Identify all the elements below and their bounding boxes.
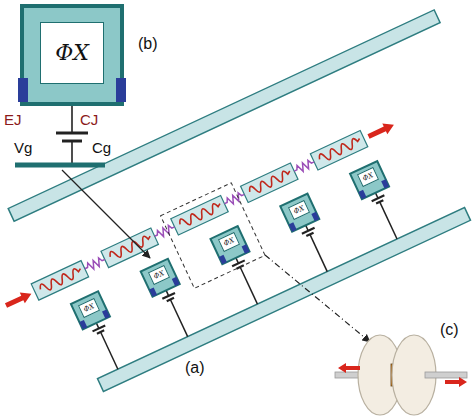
flux-label: ΦX (362, 172, 375, 183)
spring-symbol (153, 223, 176, 240)
force-arrow (445, 377, 467, 387)
junction-energy: EJ (4, 112, 22, 127)
resonator-symbol (171, 196, 228, 236)
mirror-cavity (335, 335, 467, 415)
squid-symbol (210, 226, 271, 310)
panel-label: (a) (185, 360, 205, 376)
squid-frame (22, 6, 122, 104)
junction-capacitance: CJ (80, 112, 98, 127)
resonator-symbol (310, 130, 367, 170)
flux-label: ΦX (55, 42, 89, 64)
spring-symbol (83, 256, 106, 273)
flux-label: ΦX (83, 302, 96, 313)
resonator-symbol (241, 163, 298, 203)
panel-label: (b) (138, 36, 158, 52)
ground-bar (15, 163, 105, 168)
spring-symbol (223, 191, 246, 208)
squid-symbol (280, 194, 341, 278)
unit-cell-box (161, 183, 266, 288)
squid-symbol (71, 291, 132, 375)
gate-capacitance: Cg (92, 140, 111, 155)
inset-pointer (265, 255, 370, 342)
resonator-symbol (31, 261, 88, 301)
josephson-junction (18, 78, 28, 102)
squid-symbol (350, 161, 411, 245)
panel-label: (c) (440, 322, 459, 338)
spring-symbol (293, 158, 316, 175)
flux-label: ΦX (153, 270, 166, 281)
wire (71, 141, 73, 165)
rod (425, 372, 467, 378)
squid-symbol (141, 259, 202, 343)
resonator-symbol (101, 228, 158, 268)
capacitor-plate (56, 132, 88, 135)
squid-loop: ΦX (40, 22, 104, 84)
output-arrow (366, 119, 396, 142)
josephson-junction (116, 78, 126, 102)
input-arrow (3, 288, 33, 311)
gate-voltage: Vg (14, 140, 32, 155)
squid-inset (15, 6, 126, 165)
inset-pointer (62, 170, 150, 258)
flux-label: ΦX (292, 205, 305, 216)
flux-label: ΦX (222, 237, 235, 248)
force-arrow (338, 363, 360, 373)
wire (71, 106, 73, 133)
